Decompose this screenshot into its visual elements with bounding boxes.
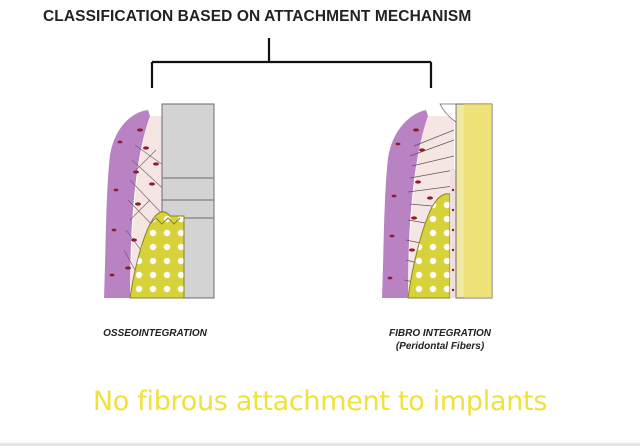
fibro-integration-illustration	[382, 103, 493, 299]
fibro-integration-label: FIBRO INTEGRATION	[388, 328, 492, 339]
bottom-divider	[0, 443, 640, 446]
slide-caption: No fibrous attachment to implants	[92, 386, 548, 417]
osseointegration-label: OSSEOINTEGRATION	[103, 328, 207, 339]
fibro-integration-sublabel: (Peridontal Fibers)	[395, 341, 485, 352]
osseointegration-illustration	[104, 103, 215, 299]
diagram-title: CLASSIFICATION BASED ON ATTACHMENT MECHA…	[43, 8, 472, 25]
classification-bracket	[150, 38, 433, 88]
